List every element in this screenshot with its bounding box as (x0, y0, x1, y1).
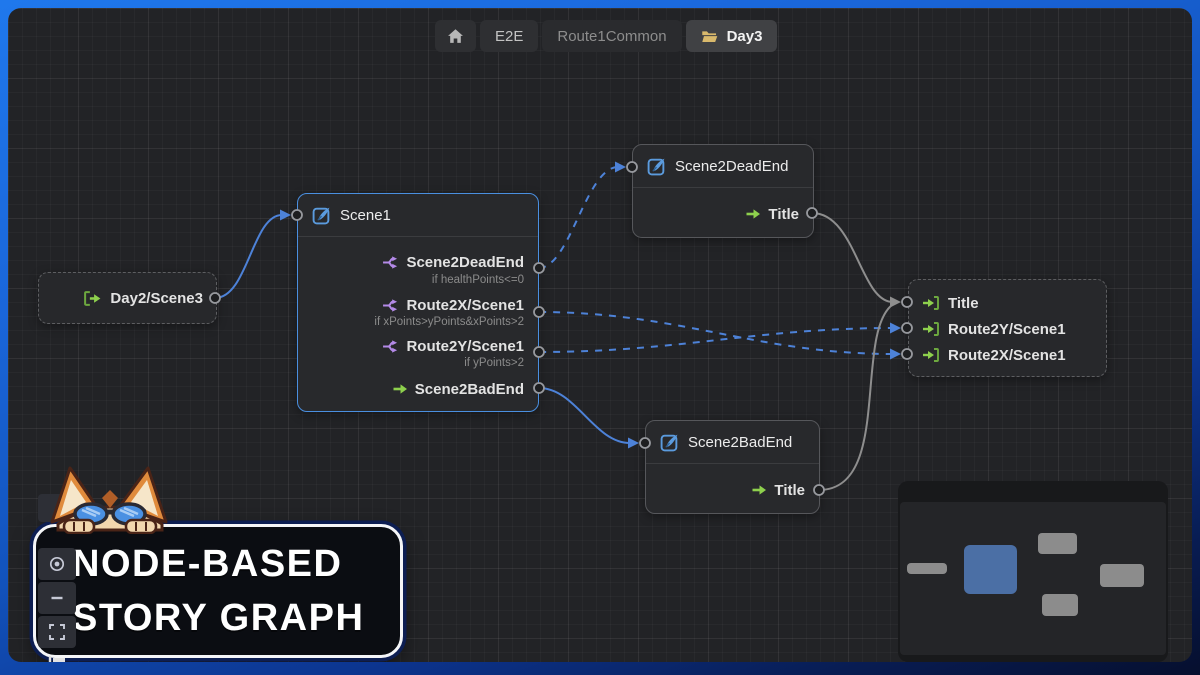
caption-line-1: NODE-BASED (72, 543, 342, 586)
output-row-scene2badend: Scene2BadEnd (392, 378, 524, 400)
branch-icon (382, 254, 399, 271)
edge-scene1-to-route2y (539, 328, 893, 352)
input-row-route2x: Route2X/Scene1 (922, 344, 1066, 366)
output-row-route2y: Route2Y/Scene1 (382, 335, 524, 357)
input-label: Route2X/Scene1 (948, 347, 1066, 364)
breadcrumb-label: E2E (495, 28, 523, 45)
node-day2-scene3[interactable]: Day2/Scene3 (38, 272, 217, 324)
edge-arrowhead (615, 162, 626, 173)
output-label: Route2Y/Scene1 (406, 338, 524, 355)
expand-icon (48, 623, 66, 641)
node-header: Scene1 (298, 194, 538, 237)
fox-mascot (44, 464, 176, 534)
edge-arrowhead (890, 297, 901, 308)
branch-icon (382, 338, 399, 355)
breadcrumb: E2E Route1Common Day3 (435, 20, 777, 52)
edge-arrowhead (628, 438, 639, 449)
output-label: Scene2DeadEnd (406, 254, 524, 271)
output-row-scene2deadend: Scene2DeadEnd (382, 251, 524, 273)
node-scene1[interactable]: Scene1 Scene2DeadEnd if healthPoints<=0 … (297, 193, 539, 412)
edge-entry-to-scene1 (215, 215, 282, 298)
edge-deadend-title-to-title (812, 213, 893, 302)
fullscreen-button[interactable] (38, 616, 76, 648)
fit-view-button[interactable] (38, 548, 76, 580)
node-title: Scene2DeadEnd (675, 158, 788, 175)
branch-icon (382, 297, 399, 314)
auto-layout-button[interactable] (38, 650, 76, 662)
minimap-node-entry (907, 563, 947, 574)
quill-icon (660, 433, 679, 452)
caption-line-2: STORY GRAPH (72, 597, 364, 640)
arrow-right-icon (745, 206, 761, 222)
node-scene2badend[interactable]: Scene2BadEnd Title (645, 420, 820, 514)
arrow-right-icon (751, 482, 767, 498)
graph-canvas[interactable]: E2E Route1Common Day3 Day2/Scene3 Scene1 (8, 8, 1192, 662)
quill-icon (647, 157, 666, 176)
input-label: Title (948, 295, 979, 312)
node-title: Day2/Scene3 (110, 290, 203, 307)
node-header: Scene2DeadEnd (633, 145, 813, 188)
output-label: Route2X/Scene1 (406, 297, 524, 314)
edge-scene1-to-deadend (539, 167, 618, 268)
output-condition: if healthPoints<=0 (432, 274, 524, 289)
minimap[interactable] (898, 481, 1168, 662)
folder-open-icon (701, 29, 719, 44)
edge-arrowhead (890, 349, 901, 360)
breadcrumb-item-route1common[interactable]: Route1Common (542, 20, 681, 52)
output-condition: if xPoints>yPoints&xPoints>2 (374, 316, 524, 331)
minimap-node-badend (1042, 594, 1078, 616)
node-header: Scene2BadEnd (646, 421, 819, 464)
breadcrumb-item-e2e[interactable]: E2E (480, 20, 538, 52)
caption-banner: NODE-BASED STORY GRAPH (33, 524, 403, 658)
breadcrumb-item-day3[interactable]: Day3 (686, 20, 778, 52)
quill-icon (312, 206, 331, 225)
node-jump-targets[interactable]: Title Route2Y/Scene1 Route2X/Scene1 (908, 279, 1107, 377)
minimap-node-deadend (1038, 533, 1077, 554)
breadcrumb-home-button[interactable] (435, 20, 476, 52)
minus-icon (48, 589, 66, 607)
scene-enter-icon (922, 347, 940, 363)
output-row-title: Title (751, 479, 805, 501)
scene-enter-icon (922, 321, 940, 337)
node-title: Scene1 (340, 207, 391, 224)
layout-icon (47, 655, 67, 662)
node-title: Scene2BadEnd (688, 434, 792, 451)
output-row-title: Title (745, 203, 799, 225)
input-row-title: Title (922, 292, 979, 314)
edge-scene1-to-route2x (539, 312, 893, 354)
edge-badend-title-to-title (819, 305, 892, 490)
node-scene2deadend[interactable]: Scene2DeadEnd Title (632, 144, 814, 238)
edge-arrowhead (890, 323, 901, 334)
output-label: Title (774, 482, 805, 499)
scene-enter-icon (922, 295, 940, 311)
minimap-node-scene1 (964, 545, 1017, 594)
edge-arrowhead (280, 210, 291, 221)
breadcrumb-label: Day3 (727, 28, 763, 45)
target-icon (48, 555, 66, 573)
node-row: Day2/Scene3 (39, 273, 216, 323)
scene-exit-icon (83, 290, 102, 307)
zoom-out-button[interactable] (38, 582, 76, 614)
minimap-node-targets (1100, 564, 1144, 587)
output-label: Title (768, 206, 799, 223)
breadcrumb-label: Route1Common (557, 28, 666, 45)
arrow-right-icon (392, 381, 408, 397)
output-row-route2x: Route2X/Scene1 (382, 294, 524, 316)
edge-scene1-to-badend (539, 388, 630, 443)
input-label: Route2Y/Scene1 (948, 321, 1066, 338)
input-row-route2y: Route2Y/Scene1 (922, 318, 1066, 340)
home-icon (447, 28, 464, 44)
output-condition: if yPoints>2 (464, 357, 524, 372)
output-label: Scene2BadEnd (415, 381, 524, 398)
